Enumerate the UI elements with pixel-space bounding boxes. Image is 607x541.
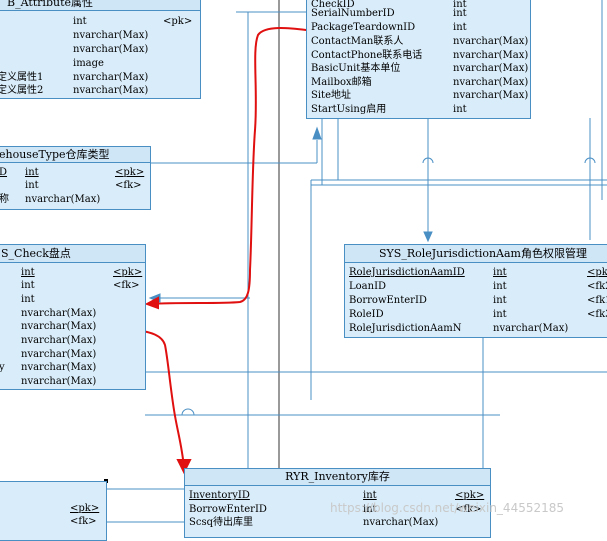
watermark-text: https://blog.csdn.net/weixin_44552185 [330,501,565,515]
red-annotation-stroke [136,329,185,469]
entity-title: S_Check盘点 [0,245,145,263]
entity-title: SYS_RoleJurisdictionAam角色权限管理 [345,245,607,263]
connector-jump [584,157,596,164]
entity-title: ehouseType仓库类型 [0,147,150,163]
entity-title: B_Attribute属性 [0,0,200,11]
connector-jump [181,408,195,416]
red-annotation-arrowhead [144,296,159,310]
red-annotation-stroke [149,27,307,305]
diagram-canvas [104,0,607,530]
entity-title: RYR_Inventory库存 [185,469,490,486]
connector-arrow [423,231,433,243]
entity-attribute[interactable]: B_Attribute属性 int<pk> nvarchar(Max) nvar… [0,0,201,99]
connector-jump [422,157,434,164]
red-annotation-arrowhead [176,459,192,475]
entity-role-jurisdiction[interactable]: SYS_RoleJurisdictionAam角色权限管理 RoleJurisd… [344,244,607,338]
entity-check[interactable]: S_Check盘点 int<pk> int<fk> int nvarchar(M… [0,244,146,390]
connector-arrow [312,126,322,140]
entity-bottom-left[interactable]: <pk> <fk> [0,481,107,541]
